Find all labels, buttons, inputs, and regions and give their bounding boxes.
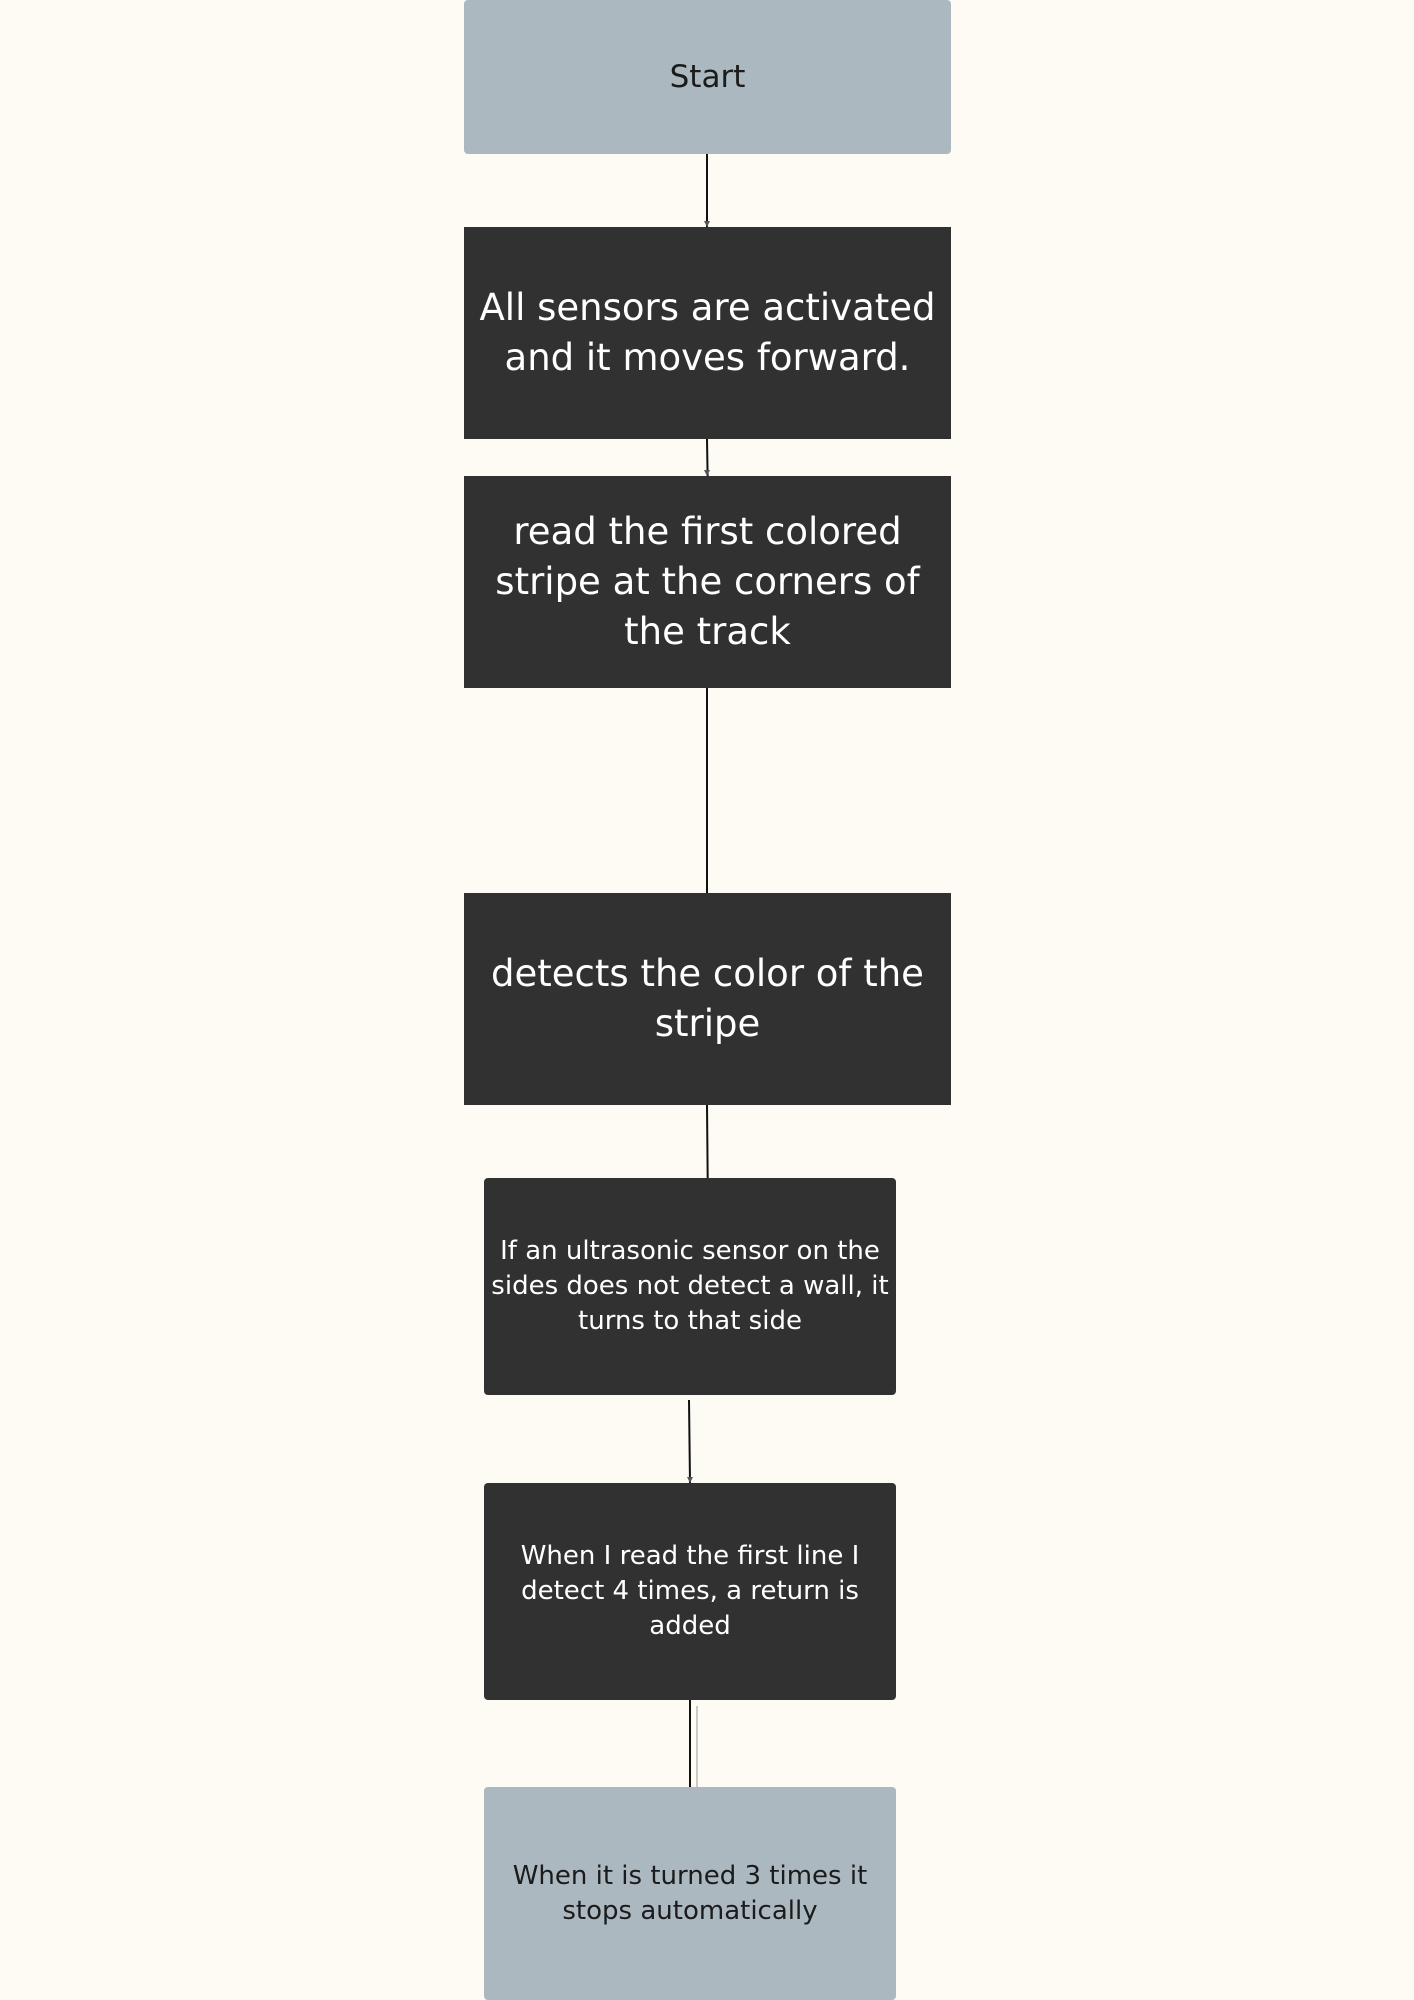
flow-step-read-stripe-label: read the first colored stripe at the cor… <box>495 510 920 653</box>
flow-step-count-return: When I read the first line I detect 4 ti… <box>484 1483 896 1700</box>
flow-step-count-return-label: When I read the first line I detect 4 ti… <box>520 1541 860 1641</box>
flow-step-ultrasonic-turn: If an ultrasonic sensor on the sides doe… <box>484 1178 896 1395</box>
flow-step-sensors-activated: All sensors are activated and it moves f… <box>464 227 951 439</box>
flow-step-detect-color: detects the color of the stripe <box>464 893 951 1105</box>
flow-step-stop-label: When it is turned 3 times it stops autom… <box>512 1860 868 1926</box>
flow-step-detect-color-label: detects the color of the stripe <box>491 952 924 1045</box>
connector-ultrasonic-to-count <box>688 1399 691 1484</box>
flow-step-start: Start <box>464 0 951 154</box>
flow-step-read-stripe: read the first colored stripe at the cor… <box>464 476 951 688</box>
flow-step-ultrasonic-turn-label: If an ultrasonic sensor on the sides doe… <box>491 1236 889 1336</box>
flow-step-start-label: Start <box>669 59 746 95</box>
flow-step-sensors-activated-label: All sensors are activated and it moves f… <box>479 286 936 379</box>
flow-step-stop: When it is turned 3 times it stops autom… <box>484 1787 896 2000</box>
